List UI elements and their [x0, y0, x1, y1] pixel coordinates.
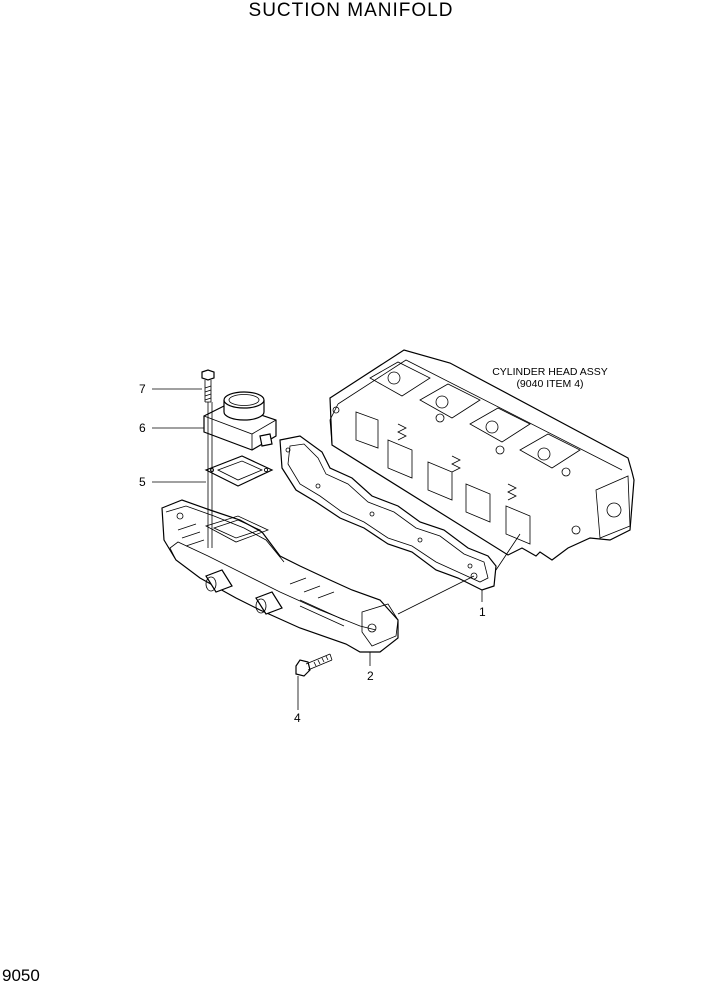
callout-6: 6: [139, 421, 146, 435]
callout-5: 5: [139, 475, 146, 489]
callout-1: 1: [479, 605, 486, 619]
callout-4: 4: [294, 711, 301, 725]
flange-gasket: [204, 455, 274, 487]
page-number: 9050: [2, 966, 40, 985]
intake-flange: [203, 391, 277, 451]
manifold-gasket: [279, 435, 497, 591]
manifold-bolt: [295, 653, 333, 677]
page-title: SUCTION MANIFOLD: [248, 0, 454, 21]
flange-bolt: [201, 369, 215, 403]
callout-2: 2: [367, 669, 374, 683]
leader-lines: [152, 388, 521, 710]
reference-note-line-2: (9040 ITEM 4): [516, 378, 584, 390]
reference-note-line-1: CYLINDER HEAD ASSY: [492, 366, 608, 378]
callout-7: 7: [139, 382, 146, 396]
cylinder-head-assembly: [329, 349, 635, 561]
cylinder-head-reference-note: CYLINDER HEAD ASSY (9040 ITEM 4): [470, 366, 630, 390]
suction-manifold: [161, 499, 399, 653]
